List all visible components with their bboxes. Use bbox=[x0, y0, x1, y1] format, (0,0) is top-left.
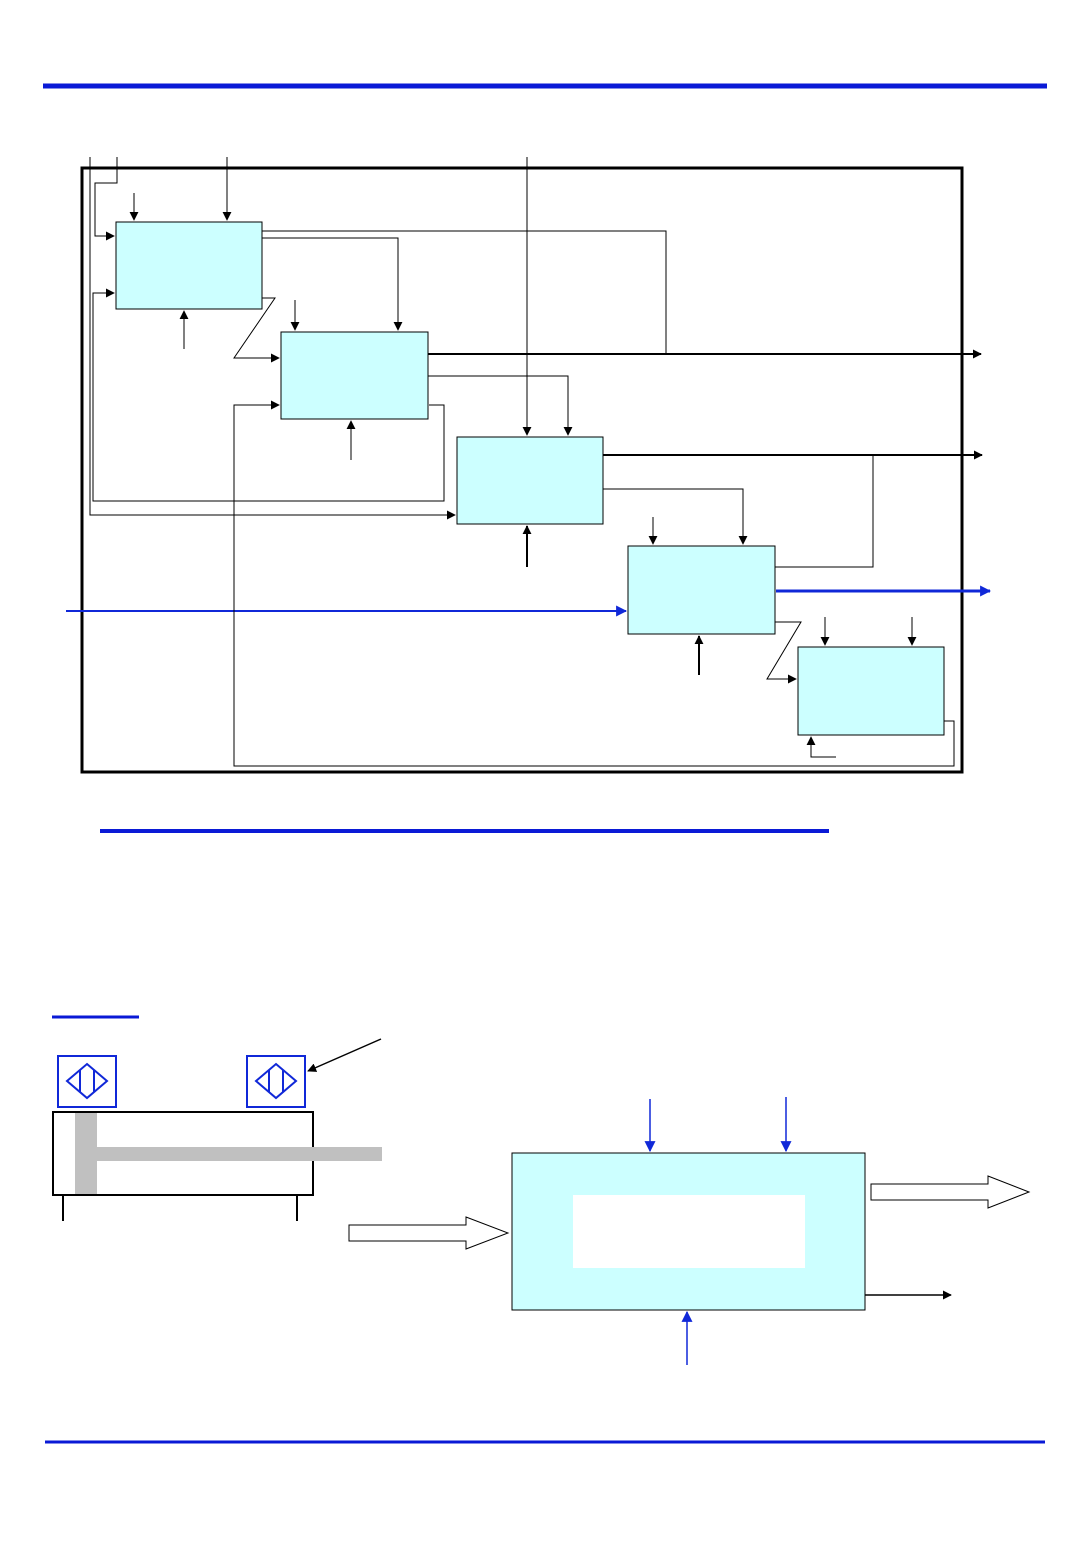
flow-1-2-side bbox=[233, 297, 280, 363]
component-diagram bbox=[52, 1015, 1031, 1365]
feedback-line-1 bbox=[92, 288, 445, 502]
process-box-2 bbox=[280, 331, 429, 420]
output-block-arrow bbox=[870, 1175, 1031, 1209]
sensor-icon bbox=[57, 1055, 117, 1108]
cylinder-icon bbox=[52, 1111, 382, 1221]
input-line-a bbox=[89, 157, 456, 520]
process-flow-diagram bbox=[66, 157, 992, 774]
return-loop bbox=[233, 400, 955, 767]
process-block-label-area bbox=[573, 1195, 805, 1268]
diagram-frame bbox=[80, 166, 964, 774]
flow-2-3 bbox=[428, 375, 573, 436]
sensor-icon bbox=[246, 1055, 306, 1108]
input-line-b bbox=[94, 157, 118, 241]
flow-4-to-output-2 bbox=[775, 455, 874, 568]
flow-1-2-top bbox=[262, 237, 403, 331]
flow-3-4 bbox=[603, 488, 748, 545]
process-box-5 bbox=[797, 646, 945, 736]
process-box-4 bbox=[627, 545, 776, 635]
process-box-1 bbox=[115, 221, 263, 310]
flow-1-bypass bbox=[262, 230, 667, 354]
flow-4-5 bbox=[766, 621, 802, 684]
mechanism-arrow-5 bbox=[806, 736, 836, 758]
process-box-3 bbox=[456, 436, 604, 525]
pointer-arrow bbox=[307, 1038, 382, 1072]
input-block-arrow bbox=[348, 1216, 510, 1250]
